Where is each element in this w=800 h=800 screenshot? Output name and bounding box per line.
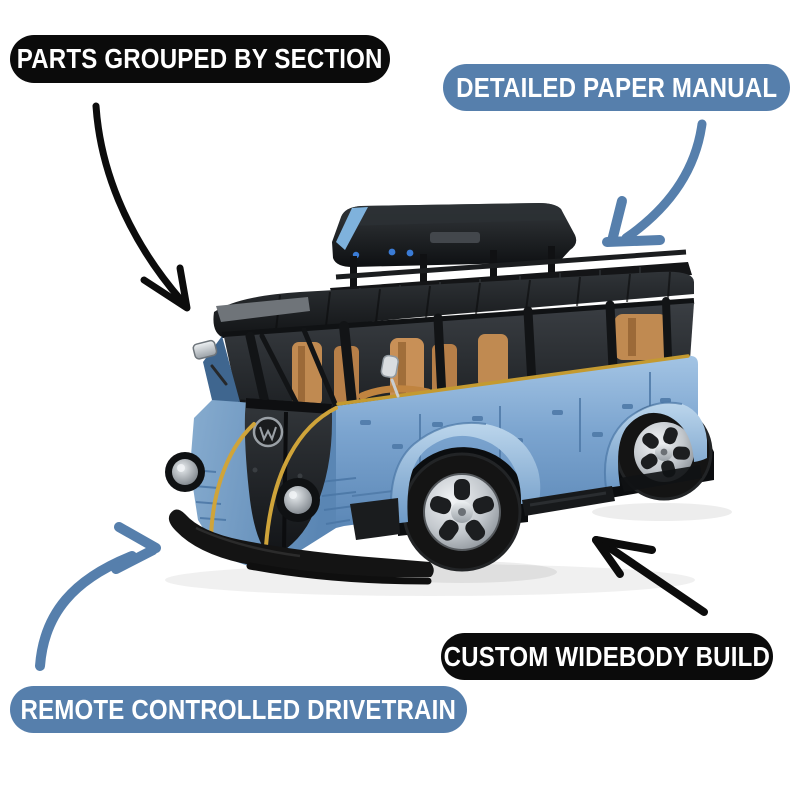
- roof-visor-strip: [216, 297, 310, 322]
- roof-cargo-box: [332, 203, 577, 267]
- arrow-widebody: [592, 536, 708, 616]
- arrow-paper-manual: [602, 119, 707, 247]
- side-mirrors: [192, 339, 400, 398]
- callout-parts-grouped-by-section: PARTS GROUPED BY SECTION: [10, 35, 390, 83]
- widebody-fender-flares: [389, 401, 707, 525]
- side-skirt: [522, 465, 702, 516]
- cargo-box-blue-stripe: [336, 207, 368, 250]
- van-front: [165, 336, 690, 585]
- callout-label: PARTS GROUPED BY SECTION: [17, 43, 383, 74]
- callout-detailed-paper-manual: DETAILED PAPER MANUAL: [443, 64, 790, 111]
- arrow-drivetrain: [35, 522, 161, 671]
- front-bumper: [168, 509, 434, 585]
- callout-label: REMOTE CONTROLLED DRIVETRAIN: [20, 693, 457, 725]
- headlights: [165, 452, 320, 522]
- callout-label: DETAILED PAPER MANUAL: [455, 71, 778, 103]
- callout-label: CUSTOM WIDEBODY BUILD: [443, 640, 771, 672]
- front-wheel: [402, 452, 522, 572]
- callout-custom-widebody-build: CUSTOM WIDEBODY BUILD: [441, 633, 773, 680]
- arrow-parts-grouped: [92, 102, 191, 312]
- van-roof: [213, 271, 695, 338]
- callout-remote-controlled-drivetrain: REMOTE CONTROLLED DRIVETRAIN: [10, 686, 467, 733]
